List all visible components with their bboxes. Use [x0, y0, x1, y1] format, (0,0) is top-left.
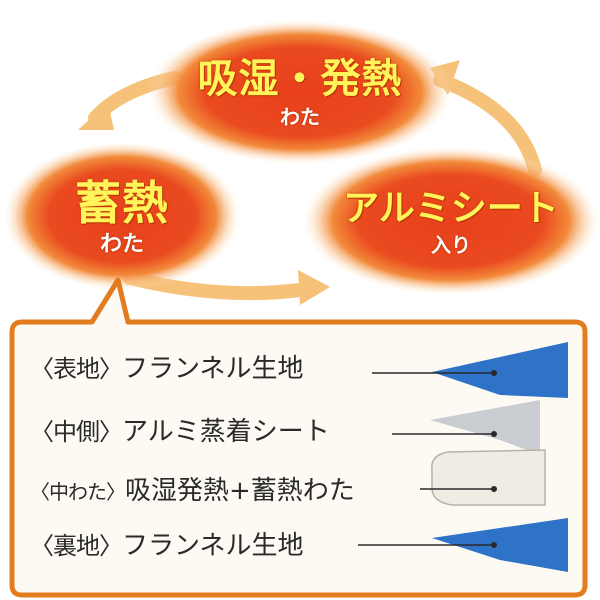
bubble-left-title: 蓄熱 [75, 175, 169, 230]
bubble-top-subtitle: わた [280, 104, 320, 129]
bubble-top: 吸湿・発熱 わた [160, 30, 440, 155]
layer-aluminum-sheet [430, 400, 540, 455]
layer-name: フランネル生地 [122, 354, 304, 384]
bubble-top-title: 吸湿・発熱 [197, 55, 403, 102]
bubble-left-subtitle: わた [99, 231, 144, 257]
layer-label-inner-fabric: 〈裏地〉フランネル生地 [30, 533, 303, 559]
layer-label-outer-fabric: 〈表地〉フランネル生地 [30, 356, 303, 382]
bubble-left: 蓄熱 わた [22, 155, 222, 280]
arrowhead-bottom [298, 270, 330, 305]
leader-dot-3 [491, 486, 497, 492]
layer-tag: 〈中側〉 [30, 418, 123, 446]
leader-dot-4 [491, 542, 497, 548]
layer-cotton [431, 449, 546, 506]
layer-cross-section [430, 342, 568, 572]
layer-label-aluminum-sheet: 〈中側〉アルミ蒸着シート [30, 419, 330, 445]
leader-dot-1 [491, 370, 497, 376]
layer-name: 吸湿発熱+蓄熱わた [125, 476, 355, 506]
bubble-right-shape [303, 147, 599, 295]
arrowhead-left [78, 102, 114, 130]
bubble-right-subtitle: 入り [431, 232, 471, 257]
leader-dot-2 [491, 431, 497, 437]
leader-dots [491, 370, 497, 548]
arrow-right-to-top [433, 73, 542, 177]
layer-tag: 〈中わた〉 [30, 480, 126, 504]
layer-label-cotton: 〈中わた〉吸湿発熱+蓄熱わた [30, 478, 355, 504]
leader-lines [358, 372, 494, 546]
bubble-left-shape [4, 142, 240, 290]
layer-tag: 〈表地〉 [30, 355, 123, 383]
bubble-right-title: アルミシート [343, 187, 559, 229]
layer-name: アルミ蒸着シート [122, 417, 330, 447]
layer-outer-fabric [432, 342, 568, 398]
bubble-right: アルミシート 入り [315, 160, 587, 285]
layer-tag: 〈裏地〉 [30, 532, 123, 560]
layer-name: フランネル生地 [122, 531, 304, 561]
bubble-top-shape [148, 20, 452, 164]
layer-inner-fabric [432, 518, 568, 572]
info-panel [9, 277, 588, 598]
